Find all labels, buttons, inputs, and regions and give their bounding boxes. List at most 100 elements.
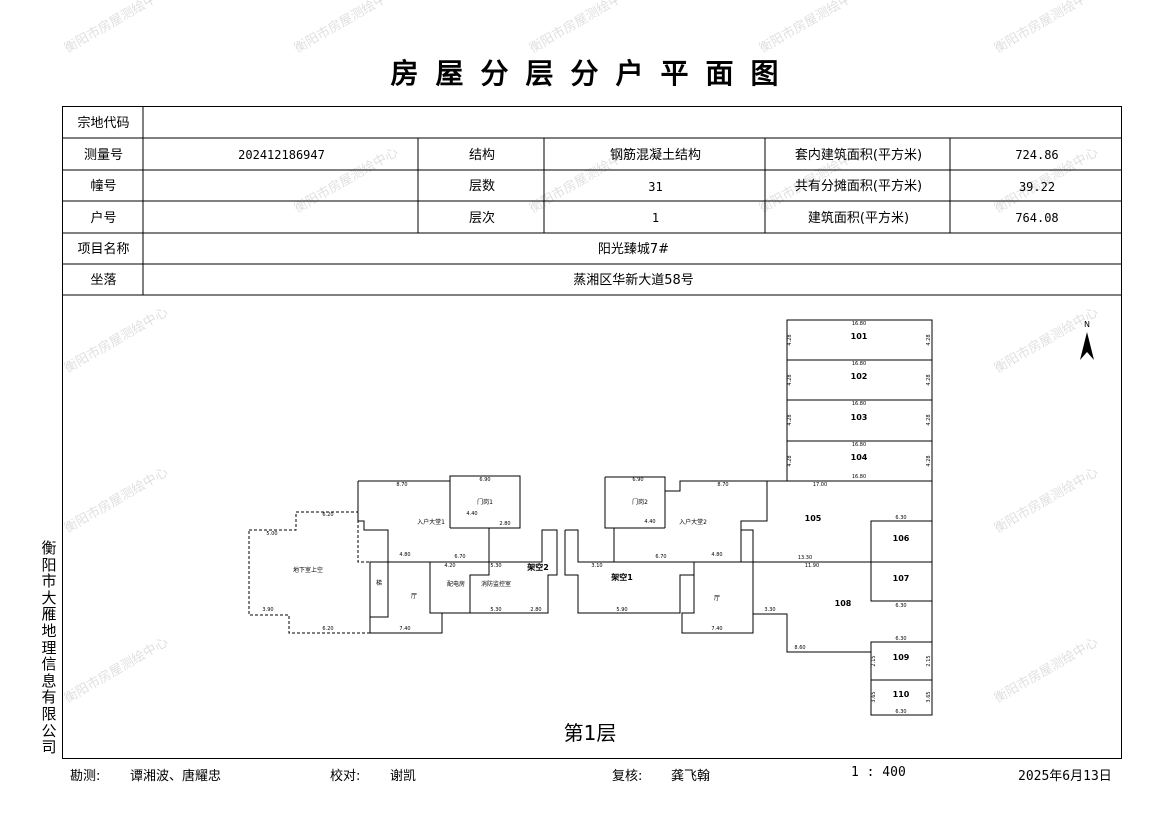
dim-basement-bottom: 3.90 (262, 607, 273, 613)
shared-area-value: 39.22 (1018, 179, 1056, 194)
dim-108-top: 11.90 (805, 563, 819, 569)
zongdi-label: 宗地代码 (77, 115, 130, 131)
dim-110-right: 3.65 (926, 691, 932, 702)
structure-label: 结构 (468, 147, 495, 163)
table-grid (62, 106, 1122, 296)
right-lower-room-outline (681, 561, 754, 634)
dim-102-top: 16.80 (852, 361, 866, 367)
dim-right-670: 6.70 (655, 554, 666, 560)
label-110: 110 (893, 690, 910, 699)
document-frame: 宗地代码 测量号 202412186947 结构 钢筋混凝土结构 套内建筑面积(… (62, 106, 1122, 759)
dim-101-right: 4.28 (926, 334, 932, 345)
dim-109-right: 2.15 (926, 655, 932, 666)
dim-110-bottom: 6.30 (895, 709, 906, 715)
inner-area-value: 724.86 (1015, 148, 1059, 162)
reviewer-value: 龚飞翰 (671, 769, 711, 784)
total-area-label: 建筑面积(平方米) (807, 210, 910, 226)
building-label: 幢号 (90, 179, 117, 194)
dim-left-670: 6.70 (454, 554, 465, 560)
location-label: 坐落 (90, 273, 117, 288)
dim-105-bottom: 13.30 (798, 555, 812, 561)
label-hall-1: 入户大堂1 (417, 518, 445, 526)
page-title: 房屋分层分户平面图 (390, 57, 796, 90)
dim-right-room-bottom: 7.40 (711, 626, 722, 632)
dim-103-right: 4.28 (926, 414, 932, 425)
label-107: 107 (893, 574, 910, 583)
void-1-outline (564, 529, 695, 614)
label-106: 106 (893, 534, 910, 543)
label-guard-2: 门岗2 (632, 498, 648, 506)
dim-guard1-top: 6.90 (479, 477, 490, 483)
structure-value: 钢筋混凝土结构 (609, 147, 701, 163)
survey-value: 202412186947 (238, 148, 325, 162)
dim-103-top: 16.80 (852, 401, 866, 407)
dim-guard2-inner: 4.40 (644, 519, 655, 525)
label-void-1: 架空1 (610, 572, 633, 582)
dim-guard2-top: 6.90 (632, 477, 643, 483)
level-value: 1 (651, 211, 660, 225)
dim-basement-lower: 6.20 (322, 626, 333, 632)
label-stair: 梯 (376, 579, 382, 587)
label-103: 103 (851, 413, 868, 422)
dim-105-top: 17.00 (813, 482, 827, 488)
dim-void1-310: 3.10 (591, 563, 602, 569)
dim-106-top: 6.30 (895, 515, 906, 521)
dim-room-420: 4.20 (444, 563, 455, 569)
unit-label: 户号 (90, 210, 117, 226)
label-105: 105 (805, 514, 822, 523)
floors-value: 31 (648, 179, 663, 194)
scale-value: 1 : 400 (851, 765, 906, 780)
label-void-2: 架空2 (526, 562, 549, 572)
label-108: 108 (835, 599, 852, 608)
label-basement: 地下室上空 (293, 566, 323, 574)
stair-outline (369, 561, 389, 618)
svg-text:N: N (1084, 320, 1090, 329)
surveyor-label: 勘测: (70, 769, 101, 784)
dim-hall2-top: 8.70 (717, 482, 728, 488)
left-lower-room-outline (369, 561, 443, 634)
label-101: 101 (851, 332, 868, 341)
dim-108-bottom: 8.60 (794, 645, 805, 651)
dim-109-left: 2.15 (871, 655, 877, 666)
checker-value: 谢凯 (390, 769, 417, 784)
dim-109-top: 6.30 (895, 636, 906, 642)
dim-basement-top: 5.00 (266, 531, 277, 537)
north-arrow: N (1080, 320, 1094, 360)
dim-104-bottom: 16.80 (852, 474, 866, 480)
dim-left-280: 2.80 (530, 607, 541, 613)
inner-area-label: 套内建筑面积(平方米) (794, 147, 923, 163)
dim-101-top: 16.80 (852, 321, 866, 327)
dim-guard1-280: 2.80 (499, 521, 510, 527)
label-room-c: 厅 (714, 595, 720, 602)
dim-104-left: 4.28 (787, 455, 793, 466)
dim-void2-top: 5.30 (490, 563, 501, 569)
basement-outline (248, 511, 371, 634)
label-room-b: 厅 (411, 593, 417, 600)
floors-label: 层数 (468, 179, 495, 194)
floor-label: 第1层 (564, 721, 617, 745)
dim-104-top: 16.80 (852, 442, 866, 448)
label-guard-1: 门岗1 (477, 498, 493, 506)
label-109: 109 (893, 653, 910, 662)
dim-110-left: 3.65 (871, 691, 877, 702)
dim-hall2-bottom: 4.80 (711, 552, 722, 558)
label-102: 102 (851, 372, 868, 381)
surveyor-value: 谭湘波、唐耀忠 (130, 769, 222, 784)
survey-label: 测量号 (83, 147, 123, 163)
dim-107-bottom: 6.30 (895, 603, 906, 609)
dim-104-right: 4.28 (926, 455, 932, 466)
dim-void1-bottom: 5.90 (616, 607, 627, 613)
dim-hall1-top: 8.70 (396, 482, 407, 488)
company-vertical-text: 衡阳市大雁地理信息有限公司 (41, 539, 57, 757)
dim-102-left: 4.28 (787, 374, 793, 385)
checker-label: 校对: (330, 769, 361, 784)
dim-guard1-inner: 4.40 (466, 511, 477, 517)
shared-area-label: 共有分摊面积(平方米) (794, 179, 923, 194)
total-area-value: 764.08 (1015, 211, 1059, 225)
dim-hall1-bottom: 4.80 (399, 552, 410, 558)
reviewer-label: 复核: (612, 769, 643, 784)
dim-101-left: 4.28 (787, 334, 793, 345)
dim-basement-upper: 6.20 (322, 512, 333, 518)
label-room-d: 配电房 (447, 580, 465, 588)
